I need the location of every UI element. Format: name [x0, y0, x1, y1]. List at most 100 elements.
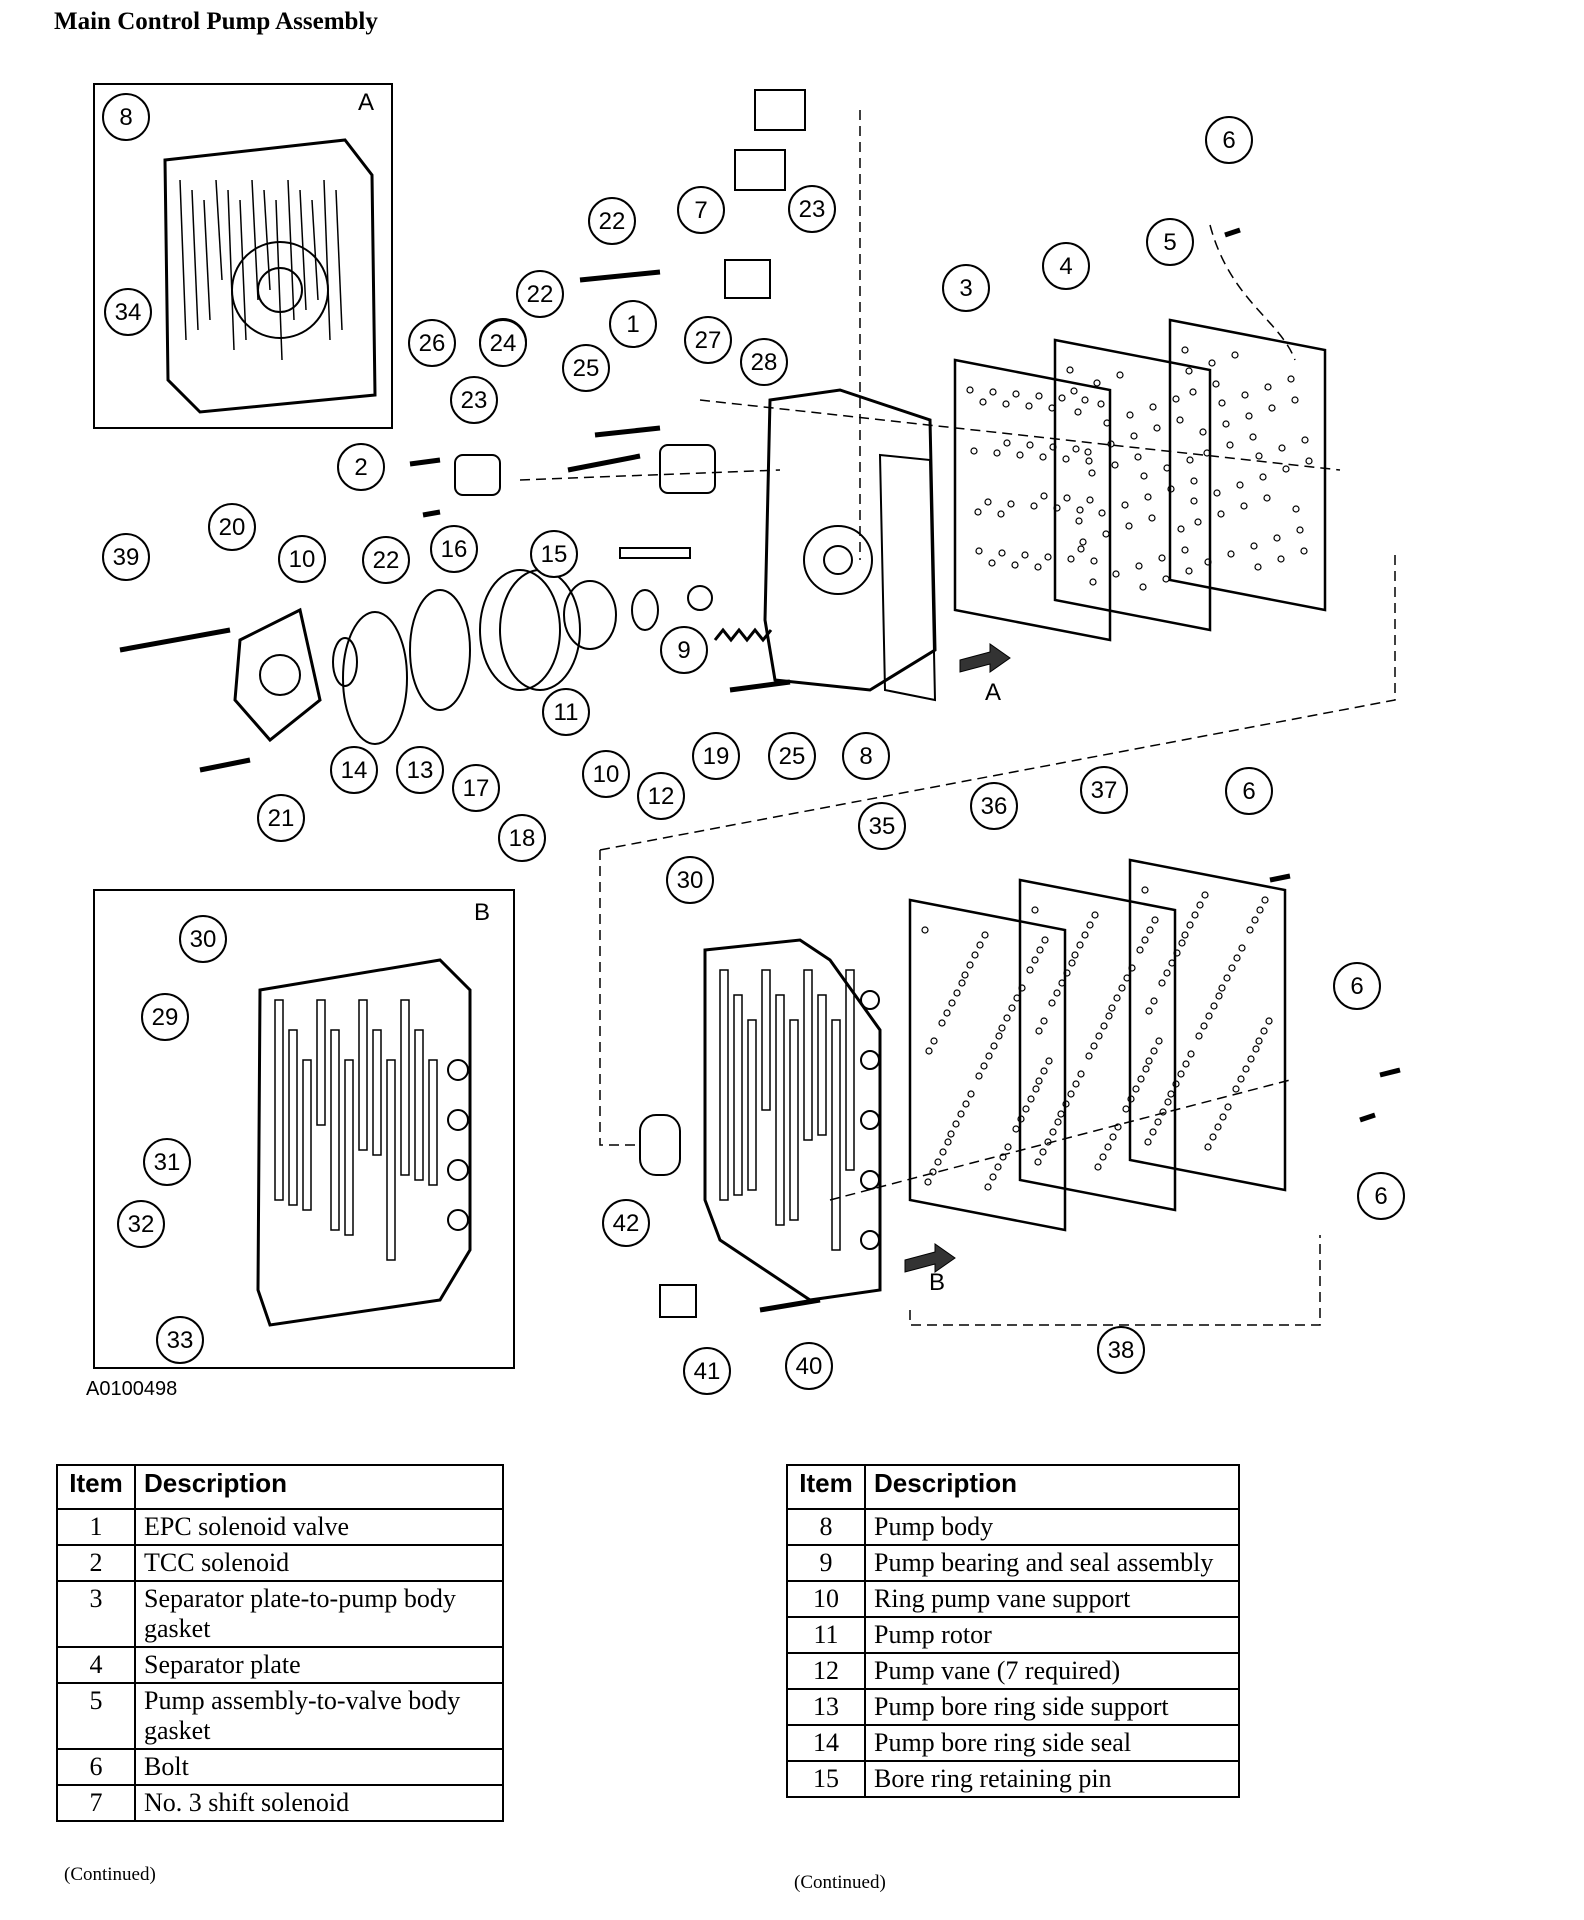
separator-plate-36-hole: [1068, 959, 1076, 967]
callout-circle: [498, 814, 546, 862]
inset-b-channel: [274, 999, 284, 1201]
callout-circle: [768, 732, 816, 780]
callout-circle: [1333, 962, 1381, 1010]
pump-to-valve-gasket-5-hole: [1212, 380, 1220, 388]
gasket-37-hole: [1224, 1103, 1232, 1111]
inset-b-channel: [358, 999, 368, 1151]
inset-a-passage: [287, 179, 295, 321]
item-number: 10: [786, 1580, 866, 1618]
view-arrow-a: [959, 643, 1011, 673]
valve-body-port: [860, 1170, 880, 1190]
pump-to-valve-gasket-5-hole: [1259, 473, 1267, 481]
pump-to-valve-gasket-5-hole: [1240, 502, 1248, 510]
callout-circle: [1080, 766, 1128, 814]
pump-to-valve-gasket-5-hole: [1236, 481, 1244, 489]
callout-circle: [278, 535, 326, 583]
separator-gasket-3-hole: [1030, 502, 1038, 510]
separator-plate-36-hole: [1095, 1032, 1103, 1040]
pump-to-valve-gasket-5-hole: [1287, 375, 1295, 383]
gasket-35-hole: [989, 1173, 997, 1181]
separator-plate-36-hole: [1150, 1047, 1158, 1055]
sleeve-42: [639, 1114, 681, 1176]
separator-plate-4-hole: [1097, 400, 1105, 408]
separator-plate-36-hole: [1142, 1065, 1150, 1073]
gasket-37-hole: [1149, 1128, 1157, 1136]
callout-circle: [602, 1199, 650, 1247]
callout-16: 16: [430, 525, 478, 573]
continued-note: (Continued): [794, 1872, 886, 1893]
callout-circle: [102, 533, 150, 581]
callout-circle: [516, 270, 564, 318]
separator-gasket-3-hole: [1035, 392, 1043, 400]
separator-plate-4-hole: [1135, 562, 1143, 570]
callout-circle: [337, 443, 385, 491]
gasket-37-hole: [1158, 979, 1166, 987]
item-number: 13: [786, 1688, 866, 1726]
callout-number: 42: [613, 1210, 640, 1237]
callout-circle: [970, 782, 1018, 830]
callout-circle: [396, 746, 444, 794]
callout-38: 38: [1097, 1326, 1145, 1374]
callout-circle: [156, 1316, 204, 1364]
inset-a-passage: [179, 179, 187, 341]
separator-plate-36-hole: [1062, 1100, 1070, 1108]
separator-plate-36-hole: [1063, 969, 1071, 977]
gasket-35-hole: [999, 1153, 1007, 1161]
wire-6: [1209, 224, 1296, 361]
gasket-37-hole: [1228, 964, 1236, 972]
gasket-37-hole: [1178, 939, 1186, 947]
pump-to-valve-gasket-5-hole: [1277, 555, 1285, 563]
callout-34: 34: [104, 288, 152, 336]
separator-gasket-3-hole: [979, 398, 987, 406]
separator-gasket-3-hole: [1063, 494, 1071, 502]
pump-to-valve-gasket-5-hole: [1291, 396, 1299, 404]
callout-41: 41: [683, 1347, 731, 1395]
separator-plate-4-hole: [1125, 522, 1133, 530]
gasket-37-hole: [1246, 926, 1254, 934]
callout-26: 26: [408, 319, 456, 367]
inset-a-passage: [275, 199, 283, 361]
front-cover: [233, 607, 322, 743]
separator-plate-4-hole: [1093, 379, 1101, 387]
valve-body-channel: [775, 994, 785, 1226]
separator-plate-4-hole: [1186, 456, 1194, 464]
separator-plate-36-hole: [1136, 946, 1144, 954]
gasket-35: [908, 898, 1067, 1232]
separator-plate-36-hole: [1067, 1090, 1075, 1098]
separator-plate-36-hole: [1099, 1153, 1107, 1161]
callout-number: 10: [593, 761, 620, 788]
separator-gasket-3-hole: [1044, 553, 1052, 561]
frame-line-lower: [599, 850, 640, 1146]
pump-to-valve-gasket-5-hole: [1194, 518, 1202, 526]
inset-a-passage: [251, 179, 259, 301]
callout-25: 25: [562, 344, 610, 392]
pump-to-valve-gasket-5-hole: [1263, 494, 1271, 502]
separator-plate-36-hole: [1039, 1148, 1047, 1156]
bolt-40: [759, 1297, 821, 1313]
gasket-37-hole: [1145, 1007, 1153, 1015]
retaining-pin-15: [619, 547, 691, 559]
callout-25: 25: [768, 732, 816, 780]
callout-27: 27: [684, 316, 732, 364]
callout-number: 6: [1374, 1183, 1387, 1210]
callout-circle: [1146, 218, 1194, 266]
callout-28: 28: [740, 338, 788, 386]
callout-circle: [740, 338, 788, 386]
item-number: 4: [56, 1646, 136, 1684]
gasket-35-hole: [994, 1163, 1002, 1171]
callout-number: 17: [463, 775, 490, 802]
gasket-35-hole: [967, 1090, 975, 1098]
callout-40: 40: [785, 1342, 833, 1390]
shift-solenoid-middle: [734, 149, 786, 191]
callout-circle: [179, 915, 227, 963]
callout-number: 8: [119, 104, 132, 131]
separator-plate-4-hole: [1070, 387, 1078, 395]
gasket-37-hole: [1218, 984, 1226, 992]
separator-gasket-3-hole: [1021, 551, 1029, 559]
spring-19: [713, 627, 773, 643]
